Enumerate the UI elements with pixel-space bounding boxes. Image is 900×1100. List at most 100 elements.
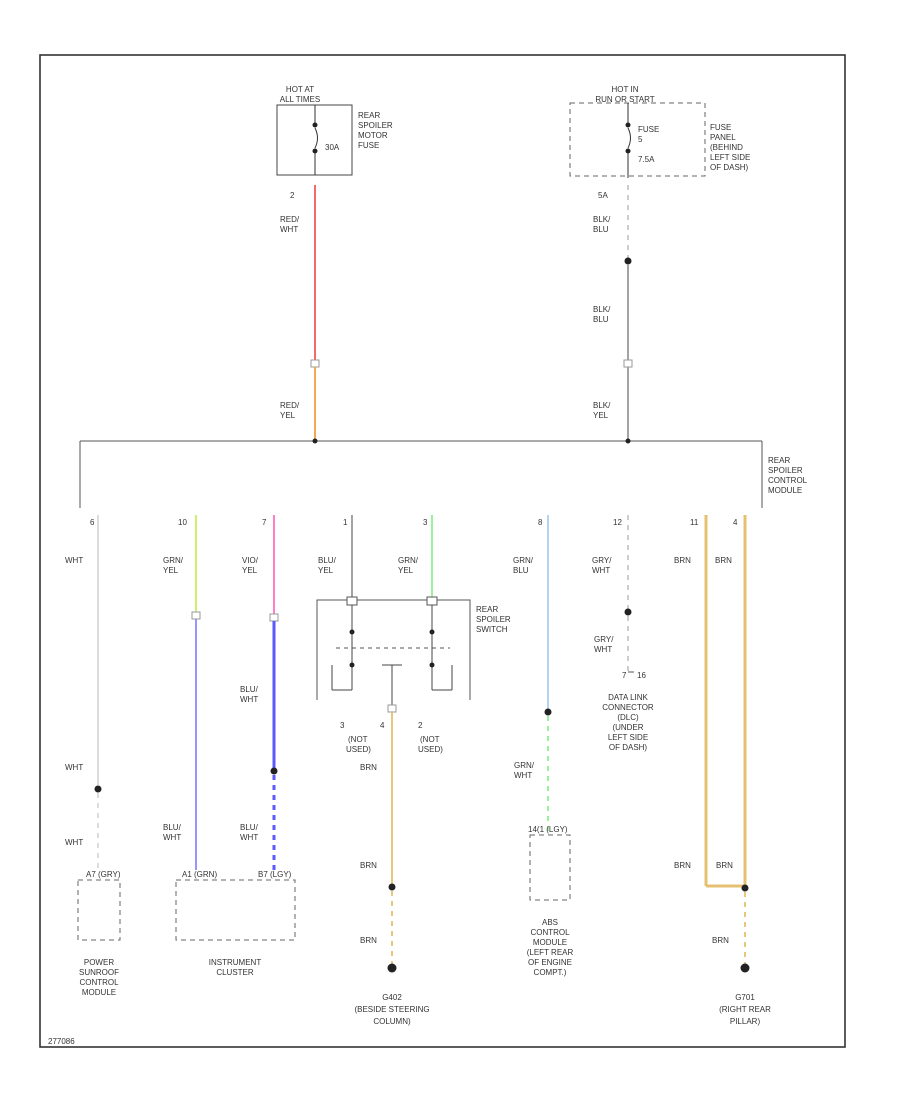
g402-ground: G402 (BESIDE STEERING COLUMN) (354, 993, 429, 1026)
connector-pin10 (191, 611, 201, 620)
splice-grn-blu (544, 708, 552, 716)
hot-in-run-source: HOT IN RUN OR START FUSE 5 7.5A FUSE PAN… (569, 85, 750, 200)
pin-10-wire-label-2: YEL (163, 566, 179, 575)
cluster-pins-right: B7 (LGY) (258, 870, 292, 879)
blk-blu-label-1b: BLU (593, 225, 609, 234)
red-yel-label-1: RED/ (280, 401, 300, 410)
g402-name-2: (BESIDE STEERING (354, 1005, 429, 1014)
blu-wht-label-2b: WHT (240, 695, 258, 704)
pin-1-wire-label-1: BLU/ (318, 556, 337, 565)
brn-g402-label-1: BRN (360, 861, 377, 870)
g402-name-1: G402 (382, 993, 402, 1002)
pin-11-number: 11 (690, 518, 699, 527)
blk-blu-label-2a: BLK/ (593, 305, 611, 314)
switch-right-pin: 2 (418, 721, 423, 730)
splice-brn-g701 (741, 884, 749, 892)
g701-ground: G701 (RIGHT REAR PILLAR) (719, 993, 771, 1026)
switch-right-note-2: USED) (418, 745, 443, 754)
pin-6-wire-label: WHT (65, 556, 83, 565)
dlc-name-4: (UNDER (612, 723, 643, 732)
hot-in-run-label-1: HOT IN (612, 85, 639, 94)
pin-8-number: 8 (538, 518, 543, 527)
red-wht-label-1: RED/ (280, 215, 300, 224)
fuse-panel-name-3: (BEHIND (710, 143, 743, 152)
blk-blu-label-2b: BLU (593, 315, 609, 324)
pin-1-number: 1 (343, 518, 348, 527)
brn-right-label-2: BRN (716, 861, 733, 870)
connector-pin7 (269, 613, 279, 622)
abs-name-3: MODULE (533, 938, 567, 947)
ground-g402-icon (387, 963, 397, 973)
red-yel-label-2: YEL (280, 411, 296, 420)
abs-name-4: (LEFT REAR (527, 948, 574, 957)
switch-left-note-2: USED) (346, 745, 371, 754)
abs-name-2: CONTROL (530, 928, 570, 937)
abs-name-1: ABS (542, 918, 558, 927)
fuse-pin-5a: 5A (598, 191, 608, 200)
diagram-code: 277086 (48, 1037, 75, 1046)
switch-left-note-1: (NOT (348, 735, 368, 744)
splice-blu-wht (270, 767, 278, 775)
fuse5-amp-label: 7.5A (638, 155, 655, 164)
switch-name-2: SPOILER (476, 615, 511, 624)
g402-name-3: COLUMN) (373, 1017, 411, 1026)
abs-module-box (529, 834, 571, 901)
pin-4-number: 4 (733, 518, 738, 527)
fuse-name-1: REAR (358, 111, 380, 120)
hot-at-all-times-label-2: ALL TIMES (280, 95, 320, 104)
rear-spoiler-control-module: REAR SPOILER CONTROL MODULE (79, 438, 808, 508)
brn-right-label-3: BRN (712, 936, 729, 945)
switch-name-1: REAR (476, 605, 498, 614)
dlc-name-6: OF DASH) (609, 743, 648, 752)
wht-wire-mid-label: WHT (65, 763, 83, 772)
switch-border (316, 599, 471, 700)
switch-mid-pin: 4 (380, 721, 385, 730)
fuse5-terminal-bottom (625, 148, 631, 154)
hot-at-all-times-source: HOT AT ALL TIMES 30A REAR SPOILER MOTOR … (276, 85, 393, 200)
hot-at-all-times-label-1: HOT AT (286, 85, 314, 94)
switch-terminal-pin3 (426, 596, 438, 606)
pin-6-number: 6 (90, 518, 95, 527)
pin-4-wire-label: BRN (715, 556, 732, 565)
module-name-2: SPOILER (768, 466, 803, 475)
fuse-terminal-bottom (312, 148, 318, 154)
switch-node-2 (429, 629, 435, 635)
fuse-terminal-top (312, 122, 318, 128)
blk-yel-label-2: YEL (593, 411, 609, 420)
pin-1-wire-label-2: YEL (318, 566, 334, 575)
ground-g701-icon (740, 963, 750, 973)
inline-connector-left (310, 359, 320, 368)
fuse-element (314, 127, 318, 149)
grn-wht-label-1: GRN/ (514, 761, 535, 770)
inline-connector-right (623, 359, 633, 368)
gry-wht-label-2: WHT (594, 645, 612, 654)
red-wht-label-2: WHT (280, 225, 298, 234)
grn-wht-label-2: WHT (514, 771, 532, 780)
pin-3-wire-label-1: GRN/ (398, 556, 419, 565)
pin-12-wire-label-1: GRY/ (592, 556, 612, 565)
fuse-30a-label: 30A (325, 143, 340, 152)
module-name-1: REAR (768, 456, 790, 465)
g701-name-1: G701 (735, 993, 755, 1002)
cluster-name-1: INSTRUMENT (209, 958, 262, 967)
pin-12-wire-label-2: WHT (592, 566, 610, 575)
fuse-pin-2: 2 (290, 191, 295, 200)
g701-name-2: (RIGHT REAR (719, 1005, 771, 1014)
pin-7-number: 7 (262, 518, 267, 527)
fuse5-terminal-top (625, 122, 631, 128)
splice-brn-g402 (388, 883, 396, 891)
sunroof-name-3: CONTROL (79, 978, 119, 987)
sunroof-name-1: POWER (84, 958, 114, 967)
abs-pins-label: 14(1 (LGY) (528, 825, 568, 834)
fuse5-element (627, 127, 631, 149)
abs-name-5: OF ENGINE (528, 958, 572, 967)
pin-12-number: 12 (613, 518, 622, 527)
pin-11-wire-label: BRN (674, 556, 691, 565)
pin-3-wire-label-2: YEL (398, 566, 414, 575)
blu-wht-label-2a: BLU/ (240, 685, 259, 694)
dlc-name-1: DATA LINK (608, 693, 648, 702)
abs-control-module: 14(1 (LGY) ABS CONTROL MODULE (LEFT REAR… (527, 825, 574, 977)
fuse-panel-name-4: LEFT SIDE (710, 153, 750, 162)
diagram-frame (39, 54, 846, 1048)
